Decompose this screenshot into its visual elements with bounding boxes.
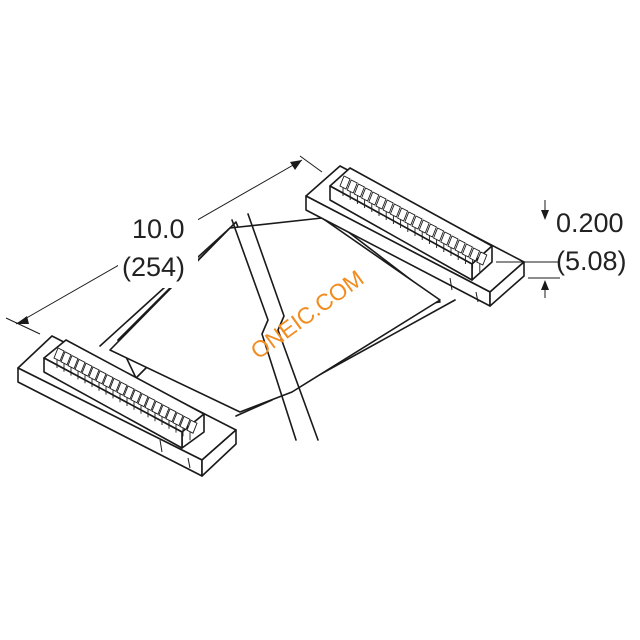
connector-pin xyxy=(158,404,170,425)
connector-pin xyxy=(60,351,72,372)
length-inches-label: 10.0 xyxy=(132,214,185,244)
connector-pin xyxy=(447,235,459,256)
connector-pin xyxy=(375,195,387,216)
connector-pin xyxy=(368,191,380,212)
connector-pin xyxy=(418,219,430,240)
connector-pin xyxy=(361,187,373,208)
connector-pin xyxy=(95,370,107,391)
connector-pin xyxy=(461,243,473,264)
connector-pin xyxy=(151,400,163,422)
connector-pin xyxy=(67,354,79,376)
connector-pin xyxy=(165,408,177,429)
left-connector-pins xyxy=(53,347,198,441)
connector-pin xyxy=(440,231,452,252)
connector-pin xyxy=(404,211,416,232)
connector-pin xyxy=(433,227,445,248)
connector-pin xyxy=(102,373,114,395)
break-lines xyxy=(231,213,319,441)
connector-pin xyxy=(469,247,481,268)
connector-pin xyxy=(123,385,135,406)
right-connector xyxy=(305,165,525,307)
left-connector xyxy=(17,335,237,477)
connector-pin xyxy=(411,215,423,236)
height-inches-label: 0.200 xyxy=(556,208,624,238)
connector-pin xyxy=(172,411,184,433)
connector-pin xyxy=(353,183,365,204)
connector-pin xyxy=(116,381,128,403)
connector-pin xyxy=(88,366,100,387)
connector-pin xyxy=(109,377,121,399)
connector-pin xyxy=(389,203,401,224)
height-dimension: 0.200 (5.08) xyxy=(496,200,627,298)
connector-pin xyxy=(339,175,351,196)
connector-pin xyxy=(186,419,198,441)
connector-pin xyxy=(81,362,93,384)
connector-pin xyxy=(144,396,156,418)
length-mm-label: (254) xyxy=(122,252,185,282)
connector-pin xyxy=(179,415,191,437)
connector-pin xyxy=(130,389,142,410)
connector-pin xyxy=(425,223,437,244)
connector-pin xyxy=(454,239,466,260)
connector-pin xyxy=(476,251,488,272)
connector-pin xyxy=(346,179,358,200)
connector-pin xyxy=(53,347,65,368)
length-dimension: 10.0 (254) xyxy=(5,155,323,335)
connector-pin xyxy=(382,199,394,220)
connector-pin xyxy=(74,358,86,380)
right-connector-pins xyxy=(339,175,488,272)
connector-pin xyxy=(137,392,149,414)
connector-pin xyxy=(397,207,409,228)
height-mm-label: (5.08) xyxy=(556,246,627,276)
